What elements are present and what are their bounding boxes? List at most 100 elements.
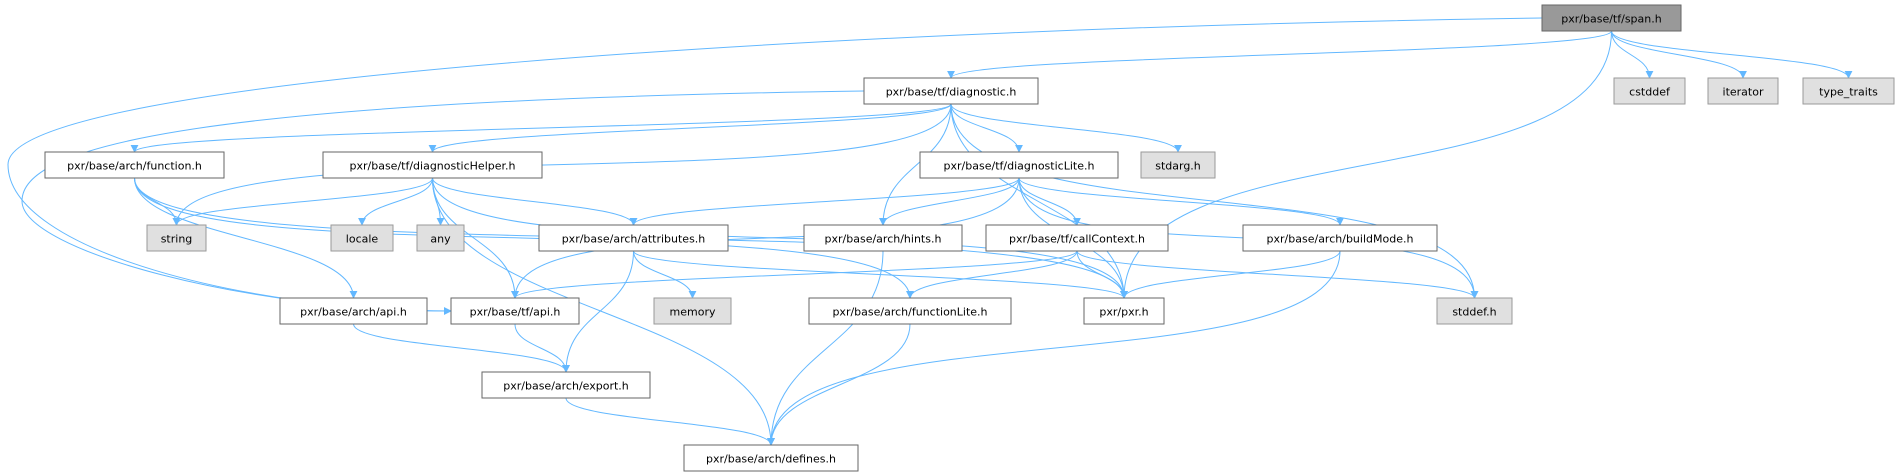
node-box — [322, 151, 543, 179]
edge-diagnosticLite-to-tfApi — [511, 177, 1020, 299]
edge-tfApi-to-export — [514, 323, 570, 373]
edge-span-to-tfApi — [7, 17, 1543, 315]
node-label: pxr/base/tf/api.h — [470, 306, 561, 319]
node-box — [1083, 297, 1165, 325]
edge-functionLite-to-defines — [767, 323, 911, 446]
edge-diagnostic-to-string — [172, 103, 952, 226]
edge-export-to-defines — [565, 397, 775, 446]
edge-buildMode-to-pxr — [1120, 250, 1341, 299]
node-label: pxr/base/arch/functionLite.h — [832, 306, 987, 319]
node-stddef: stddef.h — [1436, 297, 1513, 325]
node-label: pxr/pxr.h — [1099, 306, 1148, 319]
node-label: memory — [670, 306, 716, 319]
edge-diagnostic-to-function — [130, 103, 952, 153]
edge-span-to-diagnostic — [947, 30, 1612, 79]
node-box — [1541, 4, 1682, 32]
node-label: locale — [346, 233, 379, 246]
edge-attributes-to-pxr — [633, 250, 1128, 299]
node-box — [450, 297, 580, 325]
node-defines[interactable]: pxr/base/arch/defines.h — [683, 444, 859, 472]
node-function[interactable]: pxr/base/arch/function.h — [44, 151, 225, 179]
node-box — [44, 151, 225, 179]
edge-archApi-to-export — [353, 323, 570, 373]
node-buildMode[interactable]: pxr/base/arch/buildMode.h — [1242, 224, 1438, 252]
node-box — [1707, 77, 1779, 105]
edge-callContext-to-functionLite — [906, 250, 1078, 299]
node-box — [863, 77, 1039, 105]
node-label: cstddef — [1629, 86, 1671, 99]
node-type_traits: type_traits — [1802, 77, 1895, 105]
edge-diagnostic-to-tfApi — [21, 90, 865, 315]
edge-diagnosticLite-to-buildMode — [1018, 177, 1344, 226]
node-label: pxr/base/arch/function.h — [67, 160, 202, 173]
node-box — [279, 297, 428, 325]
node-box — [1140, 151, 1216, 179]
node-box — [653, 297, 732, 325]
node-label: pxr/base/tf/span.h — [1561, 13, 1661, 26]
edge-diagnosticHelper-to-string — [172, 177, 433, 226]
node-export[interactable]: pxr/base/arch/export.h — [481, 371, 651, 399]
node-label: pxr/base/arch/hints.h — [825, 233, 942, 246]
edge-diagnostic-to-stddef — [950, 103, 1479, 299]
edge-diagnostic-to-diagnosticLite — [950, 103, 1023, 153]
node-box — [146, 224, 207, 252]
node-label: pxr/base/arch/buildMode.h — [1267, 233, 1414, 246]
node-box — [1613, 77, 1686, 105]
node-box — [416, 224, 465, 252]
node-label: pxr/base/tf/callContext.h — [1009, 233, 1145, 246]
node-layer: pxr/base/tf/span.h pxr/base/tf/diagnostic… — [44, 4, 1895, 472]
node-label: pxr/base/tf/diagnosticLite.h — [944, 160, 1095, 173]
node-label: stddef.h — [1452, 306, 1496, 319]
node-label: iterator — [1723, 86, 1764, 99]
edge-diagnosticLite-to-callContext — [1018, 177, 1081, 226]
edge-diagnosticHelper-to-attributes — [432, 177, 638, 226]
edge-span-to-cstddef — [1611, 30, 1654, 79]
node-callContext[interactable]: pxr/base/tf/callContext.h — [985, 224, 1169, 252]
node-box — [985, 224, 1169, 252]
node-iterator: iterator — [1707, 77, 1779, 105]
edge-buildMode-to-defines — [767, 250, 1341, 446]
edge-attributes-to-memory — [633, 250, 697, 299]
edge-function-to-string — [134, 177, 181, 226]
edge-diagnostic-to-diagnosticHelper — [428, 103, 952, 153]
node-box — [1242, 224, 1438, 252]
node-label: type_traits — [1819, 86, 1878, 99]
edge-diagnosticLite-to-hints — [879, 177, 1020, 226]
node-stdarg: stdarg.h — [1140, 151, 1216, 179]
edge-function-to-functionLite — [134, 177, 914, 299]
edge-diagnostic-to-pxr — [950, 103, 1128, 299]
node-box — [538, 224, 729, 252]
node-label: pxr/base/arch/api.h — [300, 306, 407, 319]
node-pxr[interactable]: pxr/pxr.h — [1083, 297, 1165, 325]
node-label: pxr/base/arch/export.h — [503, 380, 629, 393]
node-span[interactable]: pxr/base/tf/span.h — [1541, 4, 1682, 32]
edge-span-to-type_traits — [1611, 30, 1853, 79]
node-hints[interactable]: pxr/base/arch/hints.h — [803, 224, 963, 252]
node-box — [1436, 297, 1513, 325]
node-locale: locale — [330, 224, 394, 252]
node-attributes[interactable]: pxr/base/arch/attributes.h — [538, 224, 729, 252]
node-functionLite[interactable]: pxr/base/arch/functionLite.h — [808, 297, 1012, 325]
node-archApi[interactable]: pxr/base/arch/api.h — [279, 297, 428, 325]
edge-diagnosticLite-to-attributes — [629, 177, 1020, 226]
edge-function-to-archApi — [134, 177, 358, 299]
node-diagnosticLite[interactable]: pxr/base/tf/diagnosticLite.h — [919, 151, 1119, 179]
node-label: pxr/base/arch/attributes.h — [562, 233, 706, 246]
node-label: pxr/base/arch/defines.h — [706, 453, 836, 466]
edge-callContext-to-tfApi — [511, 250, 1078, 299]
node-box — [330, 224, 394, 252]
node-box — [808, 297, 1012, 325]
edge-hints-to-defines — [767, 250, 884, 446]
node-string: string — [146, 224, 207, 252]
edge-callContext-to-stddef — [1076, 250, 1479, 299]
node-cstddef: cstddef — [1613, 77, 1686, 105]
node-box — [481, 371, 651, 399]
node-box — [919, 151, 1119, 179]
edge-attributes-to-export — [562, 250, 634, 373]
node-label: stdarg.h — [1155, 160, 1201, 173]
node-tfApi[interactable]: pxr/base/tf/api.h — [450, 297, 580, 325]
node-diagnosticHelper[interactable]: pxr/base/tf/diagnosticHelper.h — [322, 151, 543, 179]
node-diagnostic[interactable]: pxr/base/tf/diagnostic.h — [863, 77, 1039, 105]
edge-span-to-iterator — [1611, 30, 1747, 79]
